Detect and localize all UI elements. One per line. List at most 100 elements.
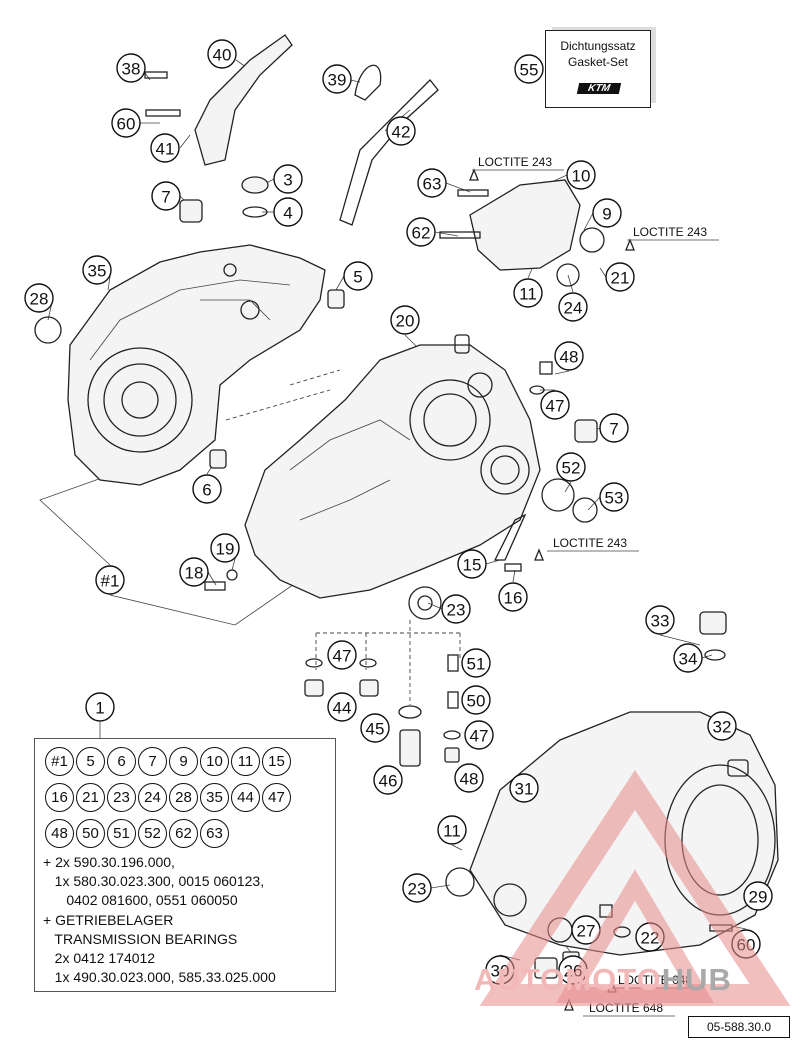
callout-circle — [599, 413, 629, 443]
callout-number: 51 — [467, 655, 486, 674]
kit-item-51: 51 — [107, 819, 136, 848]
kit-item-15: 15 — [262, 747, 291, 776]
kit-item-kit-1: #1 — [45, 747, 74, 776]
kit-item-28: 28 — [169, 783, 198, 812]
callout-number: 18 — [185, 564, 204, 583]
kit-item-7: 7 — [138, 747, 167, 776]
callout-number: 63 — [423, 175, 442, 194]
callout-circle — [540, 390, 570, 420]
callout-circle — [390, 305, 420, 335]
callout-number: 20 — [396, 312, 415, 331]
callout-circle — [566, 160, 596, 190]
callout-number: 60 — [117, 115, 136, 134]
callout-20: 20 — [390, 305, 420, 335]
callout-circle — [554, 341, 584, 371]
callout-number: 21 — [611, 269, 630, 288]
callout-number: 44 — [333, 699, 352, 718]
right-crankcase-half — [244, 334, 541, 599]
callout-number: 11 — [519, 285, 537, 304]
callout-55: 55 — [514, 54, 544, 84]
callout-circle — [514, 54, 544, 84]
callout-number: 47 — [470, 727, 489, 746]
callout-circle — [327, 692, 357, 722]
callout-1: 1 — [85, 692, 115, 722]
callout-circle — [441, 594, 471, 624]
callout-number: 52 — [562, 459, 581, 478]
kit-item-11: 11 — [231, 747, 260, 776]
callout-46: 46 — [373, 765, 403, 795]
callout-circle — [85, 692, 115, 722]
kit-item-10: 10 — [200, 747, 229, 776]
callout-number: 55 — [520, 61, 539, 80]
loctite-label: LOCTITE 243 — [633, 225, 707, 239]
watermark-text-part2: HUB — [661, 962, 732, 997]
callout-number: 6 — [202, 481, 211, 500]
callout-5: 5 — [343, 261, 373, 291]
callout-50: 50 — [461, 685, 491, 715]
callout-circle — [464, 720, 494, 750]
small-parts — [34, 34, 733, 979]
callout-40: 40 — [207, 39, 237, 69]
callout-circle — [558, 292, 588, 322]
callout-28: 28 — [24, 283, 54, 313]
callout-number: 53 — [605, 489, 624, 508]
callout-47: 47 — [327, 640, 357, 670]
callout-number: 7 — [161, 188, 170, 207]
callout-3: 3 — [273, 164, 303, 194]
callout-number: 24 — [564, 299, 583, 318]
callout-number: 9 — [602, 205, 611, 224]
callout-number: 62 — [412, 224, 431, 243]
callout-number: 46 — [379, 772, 398, 791]
kit-item-35: 35 — [200, 783, 229, 812]
callout-number: 23 — [447, 601, 466, 620]
callout-number: 23 — [408, 880, 427, 899]
callout-24: 24 — [558, 292, 588, 322]
kit-item-6: 6 — [107, 747, 136, 776]
callout-6: 6 — [192, 474, 222, 504]
callout-number: 29 — [749, 888, 768, 907]
callout-29: 29 — [743, 881, 773, 911]
callout-circle — [179, 557, 209, 587]
callout-7: 7 — [599, 413, 629, 443]
callout-9: 9 — [592, 198, 622, 228]
callout-45: 45 — [360, 713, 390, 743]
kit-item-16: 16 — [45, 783, 74, 812]
callout-circle — [556, 452, 586, 482]
callout-number: 16 — [504, 589, 523, 608]
callout-number: 47 — [546, 397, 565, 416]
callout-circle — [673, 643, 703, 673]
callout-circle — [95, 565, 125, 595]
callout-4: 4 — [273, 197, 303, 227]
kit-item-47: 47 — [262, 783, 291, 812]
callout-circle — [273, 197, 303, 227]
callout-circle — [599, 482, 629, 512]
callout-circle — [605, 262, 635, 292]
callout-47: 47 — [540, 390, 570, 420]
callout-41: 41 — [150, 133, 180, 163]
callout-23: 23 — [441, 594, 471, 624]
callout-27: 27 — [571, 915, 601, 945]
callout-63: 63 — [417, 168, 447, 198]
callout-44: 44 — [327, 692, 357, 722]
callout-circle — [461, 685, 491, 715]
callout-circle — [386, 116, 416, 146]
callout-number: 48 — [560, 348, 579, 367]
callout-circle — [151, 181, 181, 211]
clutch-cover — [469, 711, 779, 956]
callout-number: 50 — [467, 692, 486, 711]
callout-51: 51 — [461, 648, 491, 678]
callout-number: 22 — [641, 929, 660, 948]
callout-7: 7 — [151, 181, 181, 211]
loctite-label: LOCTITE 243 — [478, 155, 552, 169]
callout-number: 40 — [213, 46, 232, 65]
callout-31: 31 — [509, 773, 539, 803]
callout-circle — [513, 278, 543, 308]
callout-number: 1 — [95, 699, 104, 718]
callout-number: 11 — [443, 822, 461, 841]
callout-circle — [24, 283, 54, 313]
callout-circle — [343, 261, 373, 291]
kit-note-bolts: + 2x 590.30.196.000, 1x 580.30.023.300, … — [43, 854, 265, 908]
callout-circle — [645, 605, 675, 635]
